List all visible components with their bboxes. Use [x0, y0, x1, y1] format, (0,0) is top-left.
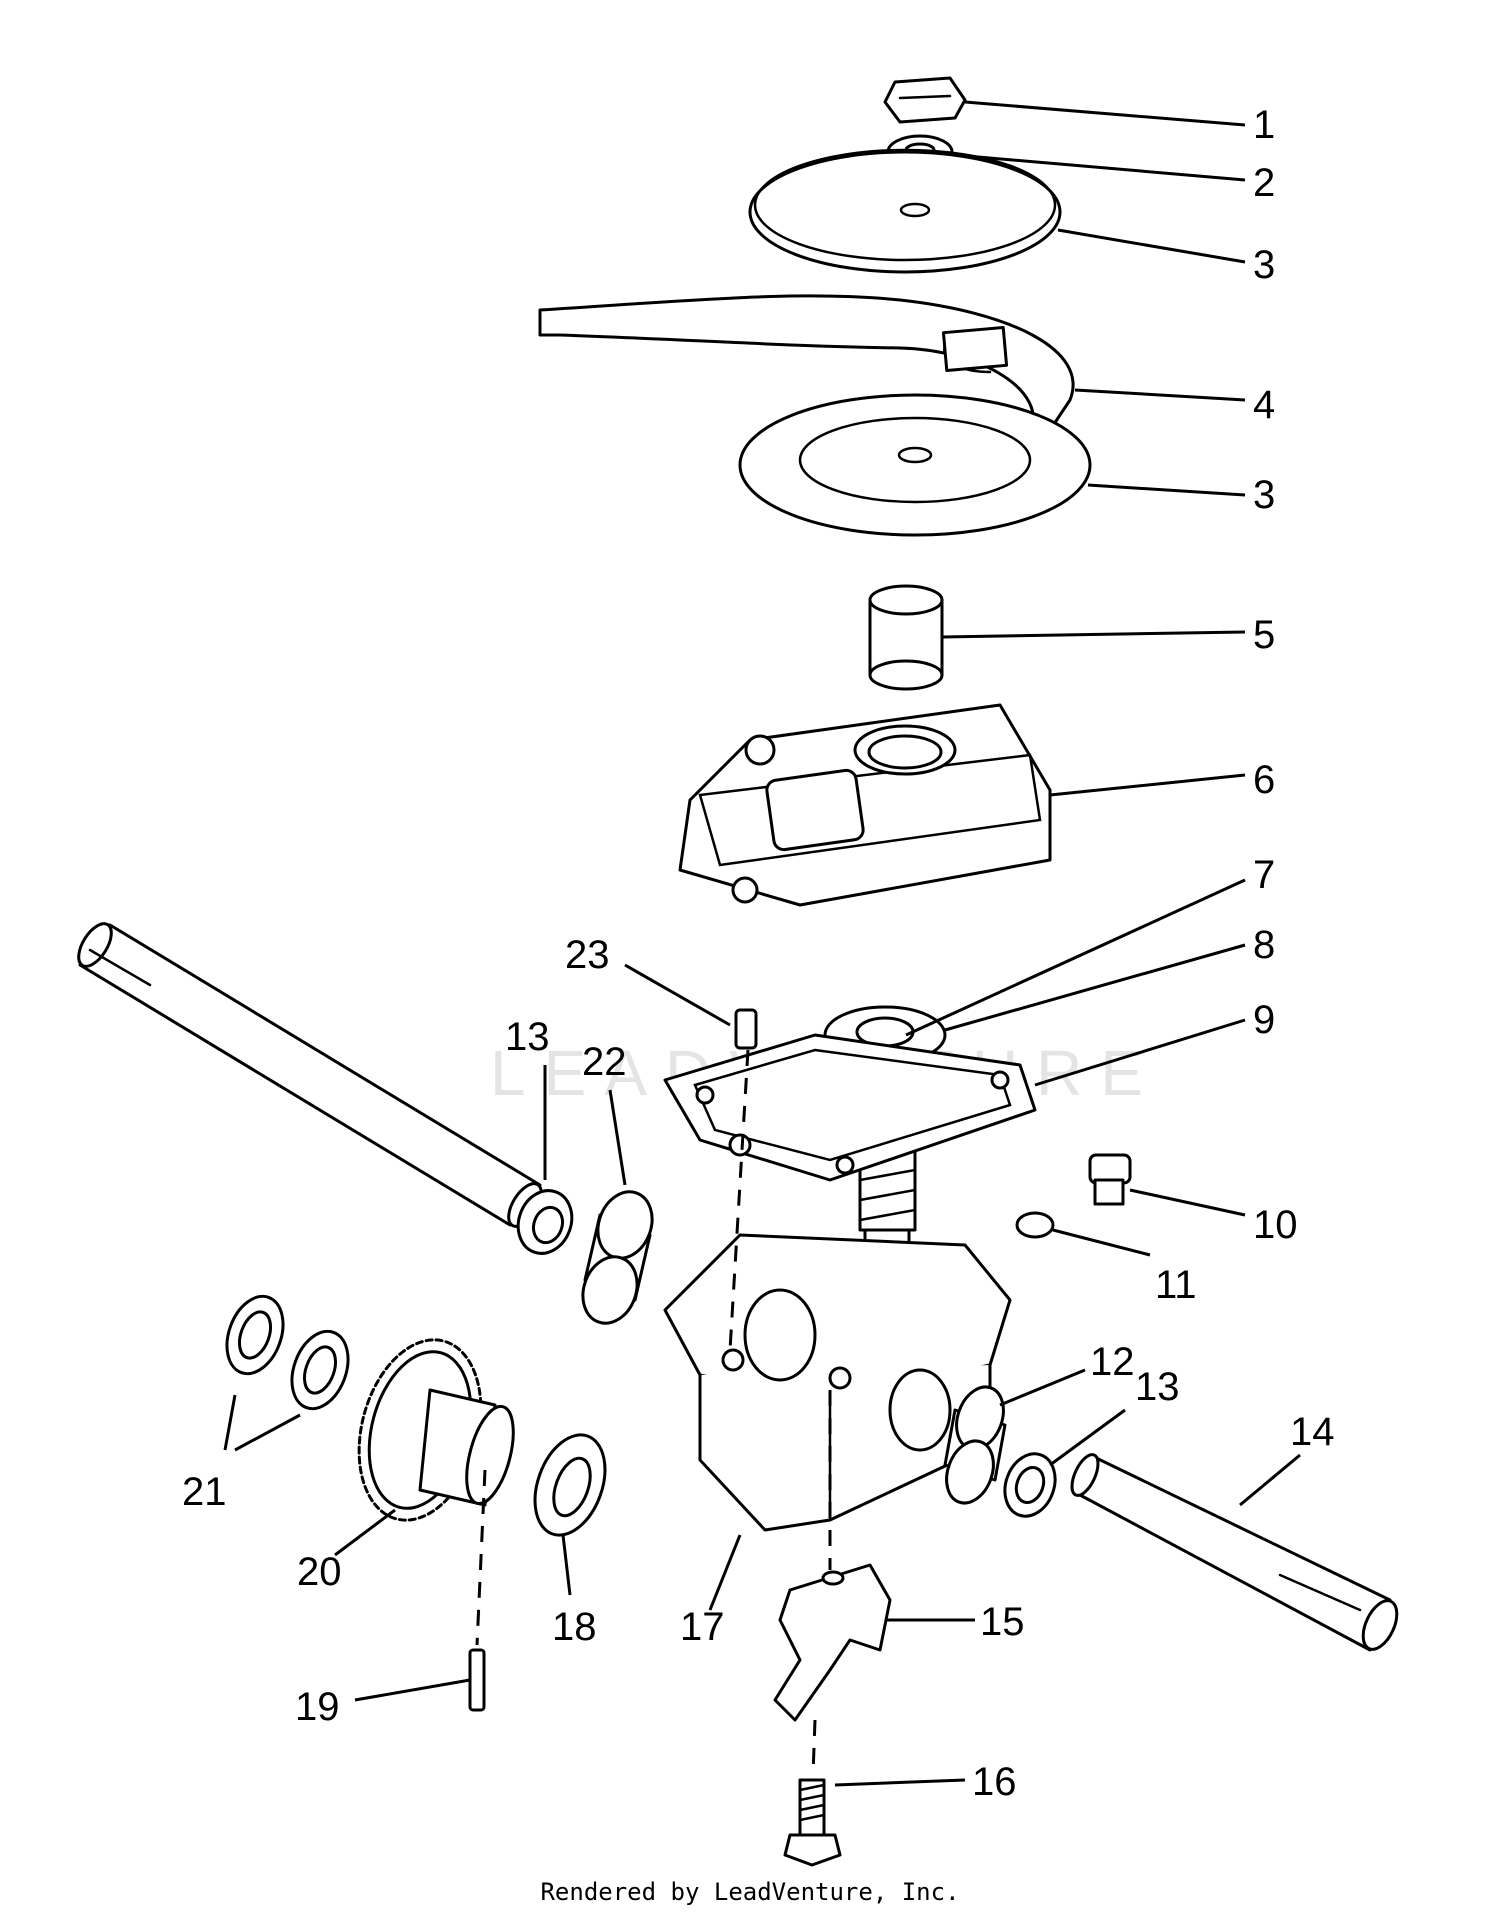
callout-1: 1	[1253, 103, 1275, 147]
part-3-lower-plate	[738, 393, 1092, 537]
part-22-bushing	[581, 1190, 654, 1325]
part-1-hex-nut	[883, 76, 967, 124]
callout-5: 5	[1253, 613, 1275, 657]
part-4-spiral-spring	[538, 294, 1075, 437]
callout-19: 19	[295, 1685, 340, 1729]
callout-9: 9	[1253, 998, 1275, 1042]
callout-14: 14	[1290, 1410, 1335, 1454]
callout-18: 18	[552, 1605, 597, 1649]
leader-lines	[223, 100, 1301, 1787]
callout-3-lower: 3	[1253, 473, 1275, 517]
callout-17: 17	[680, 1605, 725, 1649]
callout-3-upper: 3	[1253, 243, 1275, 287]
part-13-seal-left	[516, 1189, 574, 1255]
render-credit: Rendered by LeadVenture, Inc.	[540, 1878, 960, 1906]
callout-12: 12	[1090, 1340, 1135, 1384]
part-19-pin	[468, 1648, 486, 1712]
alignment-line-pin	[728, 1049, 750, 1351]
part-3-upper-plate	[748, 148, 1062, 274]
part-17-gearbox-housing	[663, 1233, 1012, 1532]
callout-6: 6	[1253, 758, 1275, 802]
callout-23: 23	[565, 933, 610, 977]
callout-20: 20	[297, 1550, 342, 1594]
callout-22: 22	[582, 1040, 627, 1084]
callout-13-right: 13	[1135, 1365, 1180, 1409]
part-9-gasket	[663, 1033, 1037, 1182]
part-21-washers	[225, 1294, 350, 1411]
part-11-washer	[1015, 1211, 1055, 1239]
callout-7: 7	[1253, 853, 1275, 897]
part-13-seal-right	[1003, 1452, 1057, 1518]
callout-10: 10	[1253, 1203, 1298, 1247]
part-20-drive-gear	[357, 1338, 515, 1522]
callout-21: 21	[182, 1470, 227, 1514]
callout-13-left: 13	[505, 1015, 550, 1059]
callout-2: 2	[1253, 161, 1275, 205]
callout-16: 16	[972, 1760, 1017, 1804]
callout-8: 8	[1253, 923, 1275, 967]
left-axle-shaft	[77, 922, 543, 1228]
alignment-line-bolt	[811, 1719, 817, 1776]
part-10-screw	[1088, 1153, 1132, 1206]
part-14-axle-shaft	[1070, 1453, 1399, 1652]
callout-4: 4	[1253, 383, 1275, 427]
part-5-bushing	[868, 584, 944, 691]
part-18-thrust-washer	[533, 1433, 607, 1537]
callout-11: 11	[1155, 1263, 1197, 1307]
callout-labels: 1 2 3 3 4 5 6 7 8 9 10 11 12 13 13 14 15…	[182, 103, 1335, 1804]
part-23-pin	[734, 1008, 758, 1050]
part-16-bolt	[783, 1778, 842, 1867]
part-12-bushing	[943, 1385, 1007, 1505]
alignment-line-gear	[475, 1469, 487, 1646]
callout-15: 15	[980, 1600, 1025, 1644]
part-6-housing-cover	[678, 703, 1052, 907]
part-15-shift-fork	[773, 1563, 892, 1722]
